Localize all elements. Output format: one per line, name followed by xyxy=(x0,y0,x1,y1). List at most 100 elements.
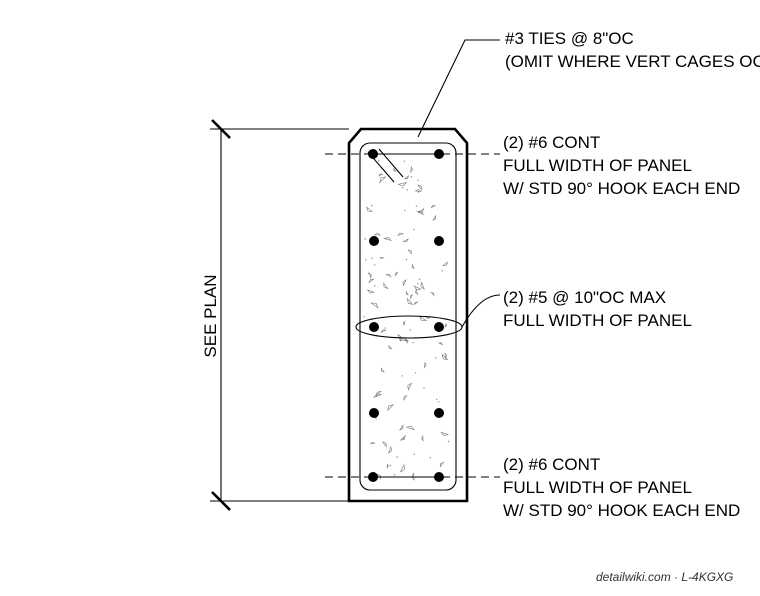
aggregate-speck xyxy=(430,205,436,209)
top-bars-note-line2: FULL WIDTH OF PANEL xyxy=(503,156,692,175)
dimension-tick-top xyxy=(211,119,231,139)
aggregate-speck xyxy=(407,249,412,255)
sand-dot xyxy=(410,176,413,178)
aggregate-speck xyxy=(397,181,408,187)
sand-dot xyxy=(374,264,376,266)
aggregate-speck xyxy=(399,463,405,473)
aggregate-speck xyxy=(373,232,382,236)
rebar-top-right xyxy=(434,149,444,159)
sand-dot xyxy=(374,285,376,287)
aggregate-speck xyxy=(402,320,406,327)
sand-dot xyxy=(367,272,370,274)
sand-dot xyxy=(371,257,373,259)
top-bars-note-line3: W/ STD 90° HOOK EACH END xyxy=(503,179,740,198)
rebar-bot-left xyxy=(368,472,378,482)
sand-dot xyxy=(384,327,387,329)
rebar-mid3-left xyxy=(369,408,379,418)
watermark: detailwiki.com · L-4KGXG xyxy=(596,570,733,584)
aggregate-speck xyxy=(432,214,437,221)
aggregate-speck xyxy=(386,463,389,469)
mid-bars-leader xyxy=(461,294,501,328)
aggregate-speck xyxy=(403,175,410,180)
tie-stirrup xyxy=(359,142,457,491)
rebar-top-left xyxy=(368,149,378,159)
aggregate-speck xyxy=(368,272,372,279)
mid-bars-note-line2: FULL WIDTH OF PANEL xyxy=(503,311,692,330)
sand-dot xyxy=(402,187,404,189)
aggregate-speck xyxy=(399,337,410,342)
aggregate-speck xyxy=(420,281,425,290)
sand-dot xyxy=(378,160,380,162)
aggregate-speck xyxy=(375,390,382,397)
sand-dot xyxy=(365,259,367,261)
aggregate-speck xyxy=(393,167,397,173)
aggregate-speck xyxy=(379,176,387,184)
sand-dot xyxy=(413,453,415,455)
bottom-bars-note-line3: W/ STD 90° HOOK EACH END xyxy=(503,501,740,520)
concrete-hatch xyxy=(363,160,450,481)
aggregate-speck xyxy=(444,352,448,360)
aggregate-speck xyxy=(398,424,404,431)
rebar-mid2-right xyxy=(434,322,444,332)
sand-dot xyxy=(385,237,387,240)
sand-dot xyxy=(438,401,440,403)
mid-bars-note-line1: (2) #5 @ 10"OC MAX xyxy=(503,288,666,307)
aggregate-speck xyxy=(387,445,393,454)
aggregate-speck xyxy=(430,292,435,297)
ties-note-line1: #3 TIES @ 8"OC xyxy=(505,29,634,48)
aggregate-speck xyxy=(417,207,425,213)
ties-leader xyxy=(417,39,500,138)
sand-dot xyxy=(423,387,425,389)
rebar-mid1-left xyxy=(369,236,379,246)
sand-dot xyxy=(412,341,414,344)
rebar-group xyxy=(368,149,444,482)
aggregate-speck xyxy=(402,279,407,287)
aggregate-speck xyxy=(416,184,423,191)
aggregate-speck xyxy=(378,173,384,177)
aggregate-speck xyxy=(381,441,387,448)
sand-dot xyxy=(406,189,408,191)
sand-dot xyxy=(418,278,421,280)
aggregate-speck xyxy=(413,301,419,306)
aggregate-speck xyxy=(397,232,405,237)
rebar-mid2-left xyxy=(369,322,379,332)
rebar-bot-right xyxy=(434,472,444,482)
rebar-mid1-right xyxy=(434,236,444,246)
sand-dot xyxy=(403,160,406,162)
aggregate-speck xyxy=(378,257,385,260)
aggregate-speck xyxy=(406,297,414,305)
aggregate-speck xyxy=(385,273,392,278)
dimension-label: SEE PLAN xyxy=(201,274,220,357)
aggregate-speck xyxy=(404,338,408,344)
sand-dot xyxy=(393,474,396,476)
aggregate-speck xyxy=(405,290,409,296)
aggregate-speck xyxy=(380,329,387,334)
aggregate-speck xyxy=(444,322,447,328)
aggregate-speck xyxy=(410,165,413,173)
aggregate-speck xyxy=(439,461,445,468)
aggregate-speck xyxy=(437,342,444,346)
aggregate-speck xyxy=(421,435,424,442)
ties-note-line2: (OMIT WHERE VERT CAGES OCC xyxy=(505,52,760,71)
aggregate-speck xyxy=(368,278,375,284)
sand-dot xyxy=(436,398,438,400)
aggregate-speck xyxy=(403,394,408,402)
sand-dot xyxy=(409,329,412,331)
aggregate-speck xyxy=(416,210,425,216)
aggregate-speck xyxy=(373,393,383,399)
sand-dot xyxy=(415,205,418,207)
dimension-tick-bottom xyxy=(211,491,231,511)
tie-hook xyxy=(378,148,404,178)
aggregate-speck xyxy=(402,238,409,243)
aggregate-speck xyxy=(369,441,376,445)
aggregate-speck xyxy=(423,361,427,369)
aggregate-speck xyxy=(407,382,413,391)
sand-dot xyxy=(402,437,405,439)
sand-dot xyxy=(413,228,415,231)
sand-dot xyxy=(364,238,366,240)
aggregate-speck xyxy=(405,425,415,431)
bottom-bars-note-line2: FULL WIDTH OF PANEL xyxy=(503,478,692,497)
aggregate-speck xyxy=(410,293,413,300)
aggregate-speck xyxy=(380,367,385,373)
